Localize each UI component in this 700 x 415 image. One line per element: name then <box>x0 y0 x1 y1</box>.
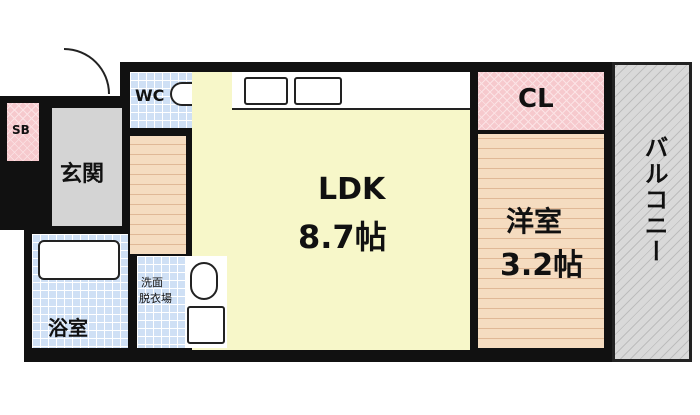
balcony: バルコニー <box>612 62 692 362</box>
front-door[interactable] <box>64 48 110 94</box>
western-room-label: 洋室 <box>506 205 563 238</box>
shoe-box-label: SB <box>12 123 30 137</box>
washbasin-icon <box>190 262 218 300</box>
closet: CL <box>478 72 604 130</box>
ldk-label: LDK <box>318 172 386 207</box>
bath-label: 浴室 <box>48 316 88 340</box>
kitchen-counter <box>232 72 470 110</box>
washroom-label-2: 脱衣場 <box>139 292 172 305</box>
closet-label: CL <box>518 84 554 114</box>
ldk: LDK 8.7帖 <box>192 72 470 350</box>
stove-icon <box>244 77 288 105</box>
bath: 浴室 <box>32 234 128 348</box>
western-room-size: 3.2帖 <box>500 248 584 283</box>
shoe-box: SB <box>7 103 39 161</box>
balcony-label: バルコニー <box>640 135 668 265</box>
entrance-label: 玄関 <box>60 162 105 187</box>
ldk-size: 8.7帖 <box>298 218 387 256</box>
washing-area <box>185 256 227 348</box>
washroom-label-1: 洗面 <box>141 276 163 289</box>
washing-machine-icon <box>187 306 225 344</box>
entrance: 玄関 <box>52 108 122 226</box>
sink-icon <box>294 77 342 105</box>
hallway <box>130 136 186 254</box>
wc-label: WC <box>135 86 165 105</box>
western-room: 洋室 3.2帖 <box>478 134 604 348</box>
bathtub-icon <box>38 240 120 280</box>
washroom: 洗面 脱衣場 <box>137 256 185 348</box>
